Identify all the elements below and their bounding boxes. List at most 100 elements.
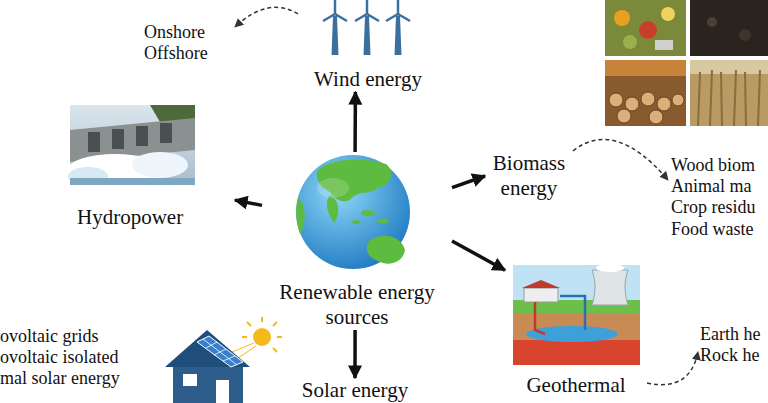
list-item: ovoltaic grids xyxy=(0,326,98,347)
node-label: Solar energy xyxy=(302,378,408,403)
log-end xyxy=(649,110,663,124)
continent xyxy=(327,195,338,223)
corn-stalk xyxy=(745,72,746,126)
panel-grid xyxy=(203,339,237,365)
sun-ray xyxy=(242,336,247,338)
sun-rays xyxy=(242,317,282,352)
soil-photo xyxy=(690,0,768,56)
biomass-photos xyxy=(605,0,768,126)
dam-gate xyxy=(160,123,172,143)
list-item: Offshore xyxy=(144,43,208,64)
turbine-tower xyxy=(395,16,402,55)
hot-pipe xyxy=(535,302,545,334)
sun-ray xyxy=(273,322,277,326)
globe-ocean xyxy=(296,155,410,269)
turbine-blade xyxy=(334,0,337,14)
energy-source: Geothermal xyxy=(505,262,647,398)
panel-grid xyxy=(206,342,217,348)
food-item xyxy=(623,35,637,49)
energy-source: Hydropower xyxy=(68,100,235,230)
arrow xyxy=(353,92,357,152)
food-waste-photo xyxy=(605,0,686,56)
list-item: ovoltaic isolated xyxy=(0,347,118,368)
log-end xyxy=(672,94,684,106)
solar-panel xyxy=(197,336,243,367)
node-label: Geothermal xyxy=(526,373,625,398)
wind-turbines xyxy=(323,0,410,55)
house-roof xyxy=(165,330,250,367)
globe xyxy=(296,155,410,269)
list-item: Crop residu xyxy=(671,197,756,218)
sky-strip xyxy=(690,60,768,74)
corn-stalk xyxy=(698,72,700,126)
sun-ray xyxy=(261,317,263,322)
energy-source: Solar energy xyxy=(290,378,420,403)
soil-grain xyxy=(707,17,717,27)
turbine-blade xyxy=(398,14,410,21)
node-label: Wind energy xyxy=(314,67,422,92)
corn-stalks xyxy=(698,70,760,126)
sun-ray xyxy=(277,336,282,338)
power-plant xyxy=(524,288,558,302)
hydropower-photo xyxy=(67,105,195,186)
food-item xyxy=(655,40,673,50)
island xyxy=(361,210,375,216)
sun-ray xyxy=(273,348,277,352)
corn-stalk xyxy=(710,70,712,126)
island xyxy=(377,219,389,224)
turbine-tower xyxy=(364,16,371,55)
log-end xyxy=(617,109,631,123)
turbine-blade xyxy=(367,14,379,21)
log-end xyxy=(641,92,655,106)
log-end xyxy=(609,93,623,107)
arrow xyxy=(452,176,485,188)
sub-list: OnshoreOffshore xyxy=(140,22,235,72)
arrow xyxy=(235,200,262,205)
central-hub: Renewable energy sources xyxy=(262,152,452,330)
dashed-arrow xyxy=(647,352,698,385)
turbine-blade xyxy=(355,14,367,21)
list-item: Onshore xyxy=(144,22,205,43)
food-item xyxy=(639,21,657,39)
crop-residue-photo xyxy=(690,60,768,126)
sun-ray xyxy=(247,322,251,326)
panel-grid xyxy=(214,349,226,355)
solar-house xyxy=(165,317,282,403)
house-door xyxy=(216,380,229,403)
list-item: Earth he xyxy=(700,324,760,345)
house-wall xyxy=(173,362,243,403)
geothermal-illustration xyxy=(513,264,640,365)
list-item: mal solar energy xyxy=(0,368,120,389)
turbine-tower xyxy=(332,16,339,55)
turbine-blade xyxy=(335,14,347,21)
corn-stalk xyxy=(758,70,760,126)
dam-gate xyxy=(88,132,100,152)
light-beam xyxy=(232,343,254,352)
food-item xyxy=(661,7,675,21)
sub-list: Wood biomAnimal maCrop residuFood waste xyxy=(668,155,768,255)
food-item xyxy=(614,10,630,26)
log-end xyxy=(657,97,671,111)
river xyxy=(70,178,195,185)
arrow xyxy=(452,241,505,270)
dam-gate xyxy=(136,126,148,146)
node-label: Hydropower xyxy=(77,205,183,230)
island xyxy=(352,220,360,224)
arrow xyxy=(353,330,357,378)
house-window xyxy=(183,374,197,386)
dam-gate xyxy=(112,129,124,149)
log-end xyxy=(625,97,639,111)
node-label: Biomass energy xyxy=(485,151,573,201)
globe-highlight xyxy=(317,178,349,198)
list-item: Wood biom xyxy=(671,155,755,176)
corn-stalk xyxy=(734,70,736,126)
dashed-arrow xyxy=(235,7,298,27)
wood-logs-photo xyxy=(605,60,686,126)
corn-stalk xyxy=(721,72,722,126)
steam xyxy=(596,264,624,272)
water-reservoir xyxy=(526,326,618,342)
list-item: Animal ma xyxy=(671,176,751,197)
continent xyxy=(367,236,405,264)
